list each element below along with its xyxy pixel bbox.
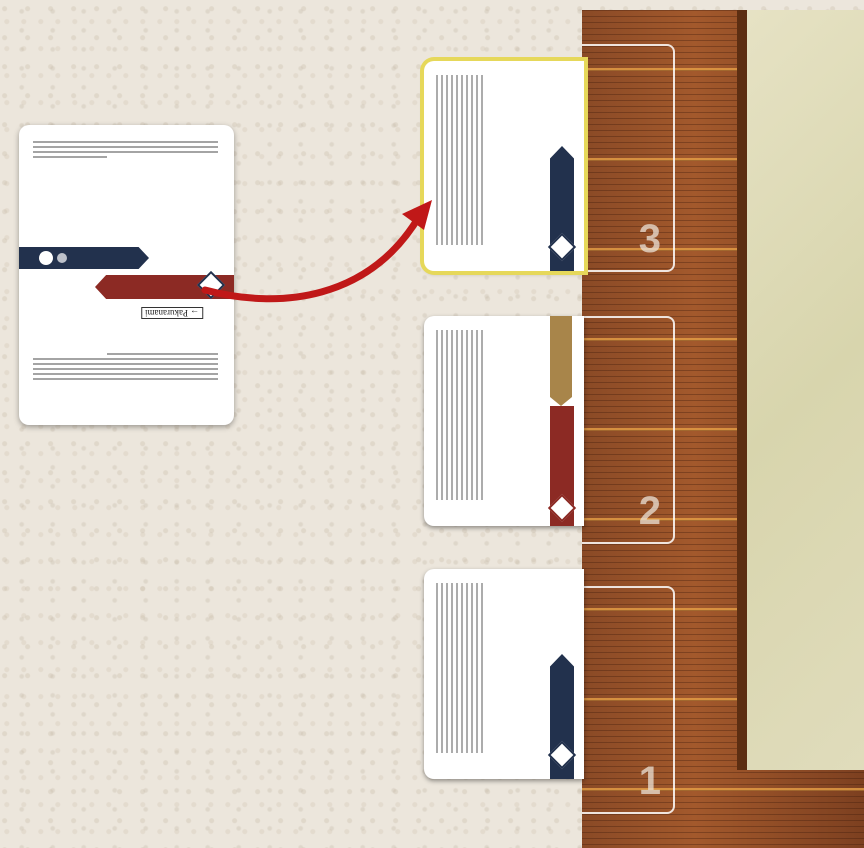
move-arrow-icon [0,0,864,848]
